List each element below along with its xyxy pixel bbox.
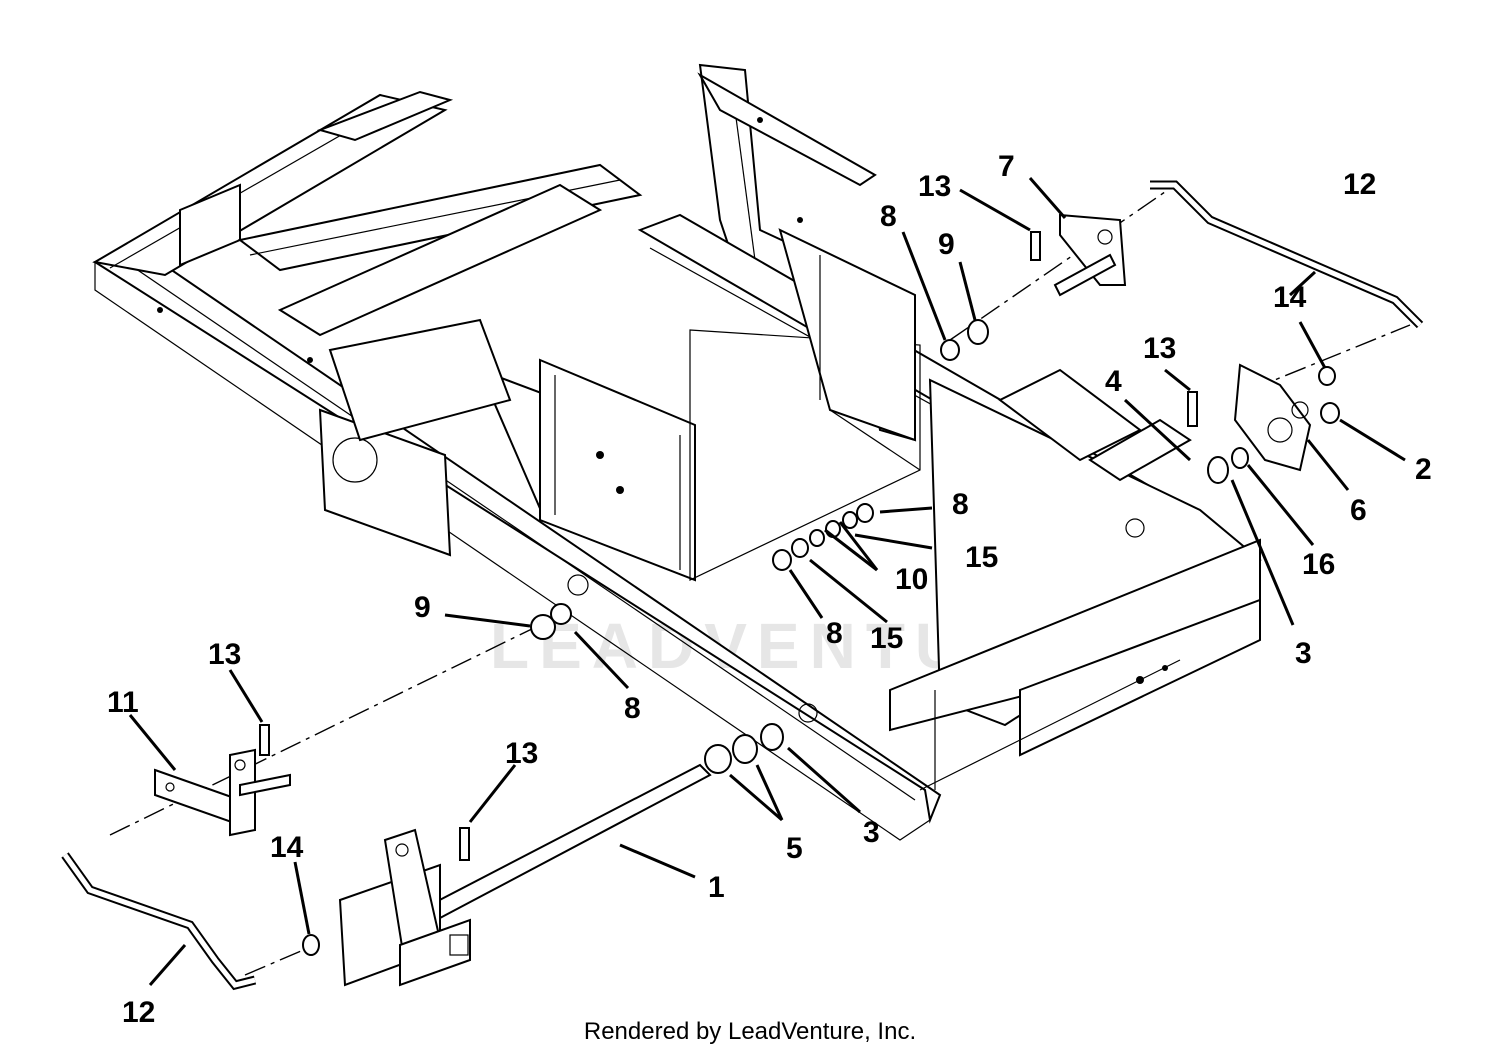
- callout-15-mid[interactable]: 15: [870, 622, 903, 655]
- pin-set: [259, 231, 1198, 861]
- callout-3-right[interactable]: 3: [1295, 637, 1312, 670]
- alignment-line-lower-left: [244, 944, 316, 976]
- callout-2[interactable]: 2: [1415, 453, 1432, 486]
- callout-13-top[interactable]: 13: [918, 170, 951, 203]
- callout-6[interactable]: 6: [1350, 494, 1367, 527]
- part-12-rod-upper: [1150, 180, 1424, 329]
- alignment-line-right: [949, 184, 1176, 341]
- callout-12-right[interactable]: 12: [1343, 168, 1376, 201]
- callout-10[interactable]: 10: [895, 563, 928, 596]
- callout-4[interactable]: 4: [1105, 365, 1122, 398]
- callout-9-top[interactable]: 9: [938, 228, 955, 261]
- leader-lines: [128, 177, 1406, 986]
- callout-1[interactable]: 1: [708, 871, 725, 904]
- callout-8-left[interactable]: 8: [624, 692, 641, 725]
- callout-8-mid[interactable]: 8: [826, 617, 843, 650]
- part-1-pivot-axle: [338, 763, 712, 987]
- callout-12-left[interactable]: 12: [122, 996, 155, 1029]
- callout-14-left[interactable]: 14: [270, 831, 304, 864]
- alignment-line-right-2: [1249, 324, 1411, 391]
- callout-9-left[interactable]: 9: [414, 591, 431, 624]
- callout-3-lower[interactable]: 3: [863, 816, 880, 849]
- callout-13-right[interactable]: 13: [1143, 332, 1176, 365]
- callout-13-lower[interactable]: 13: [505, 737, 538, 770]
- callouts: 1 2 3 3 4 5 6 7 8 8 8 8 9 9 10 11 12 12 …: [107, 150, 1432, 1029]
- washer-set: [302, 319, 1340, 956]
- callout-14-right[interactable]: 14: [1273, 281, 1307, 314]
- callout-13-left[interactable]: 13: [208, 638, 241, 671]
- callout-8-mid-right[interactable]: 8: [952, 488, 969, 521]
- part-7-pin-bracket: [1053, 213, 1127, 297]
- footer-credit: Rendered by LeadVenture, Inc.: [583, 1018, 917, 1045]
- callout-11[interactable]: 11: [107, 686, 139, 719]
- callout-16[interactable]: 16: [1302, 548, 1335, 581]
- frame-assembly: [92, 63, 1262, 841]
- callout-5[interactable]: 5: [786, 832, 803, 865]
- callout-7[interactable]: 7: [998, 150, 1015, 183]
- part-6-plate: [1233, 363, 1312, 472]
- part-12-rod-lower: [61, 852, 257, 991]
- callout-15-right[interactable]: 15: [965, 541, 998, 574]
- callout-8-top[interactable]: 8: [880, 200, 897, 233]
- alignment-line-left: [109, 624, 541, 836]
- part-11-bracket: [154, 748, 291, 837]
